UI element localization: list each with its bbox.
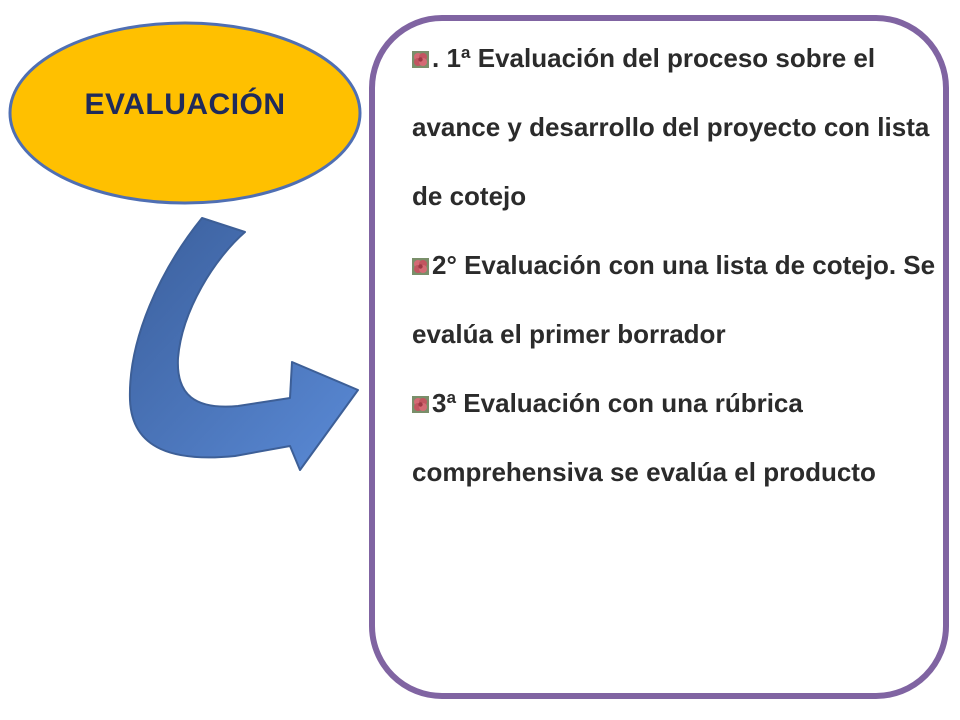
- evaluation-item: 3ª Evaluación con una rúbrica comprehens…: [412, 369, 937, 507]
- content-box: [369, 15, 949, 699]
- evaluation-item-text: 2° Evaluación con una lista de cotejo. S…: [412, 250, 936, 349]
- curved-arrow-icon: [128, 217, 359, 471]
- evaluation-item-text: 3ª Evaluación con una rúbrica comprehens…: [412, 388, 876, 487]
- flower-bullet-icon: [412, 51, 429, 68]
- evaluation-title: EVALUACIÓN: [84, 88, 286, 121]
- evaluation-oval: [8, 21, 362, 205]
- evaluation-item: 2° Evaluación con una lista de cotejo. S…: [412, 231, 937, 369]
- evaluation-list: . 1ª Evaluación del proceso sobre el ava…: [412, 24, 937, 507]
- evaluation-item-text: . 1ª Evaluación del proceso sobre el ava…: [412, 43, 930, 211]
- flower-bullet-icon: [412, 396, 429, 413]
- evaluation-item: . 1ª Evaluación del proceso sobre el ava…: [412, 24, 937, 231]
- flower-bullet-icon: [412, 258, 429, 275]
